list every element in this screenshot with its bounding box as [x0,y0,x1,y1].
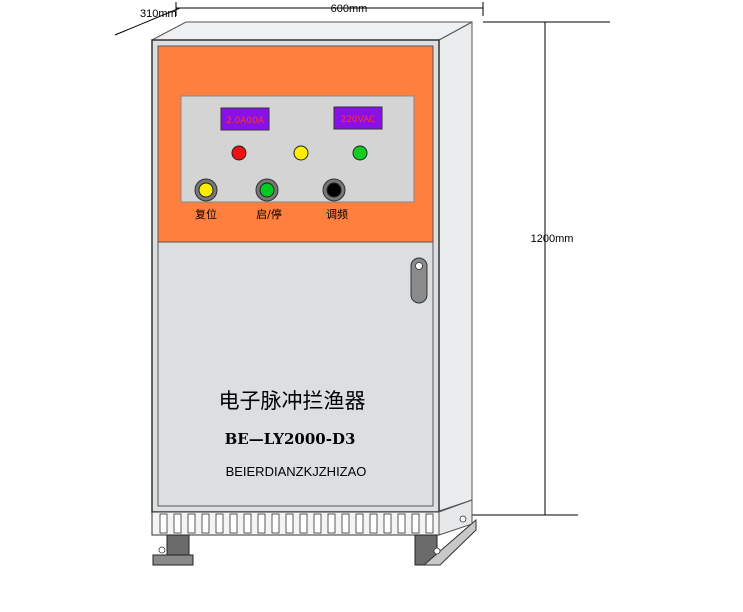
vent-slot [271,513,280,534]
depth-dim-line [114,7,181,36]
left-foot [152,534,194,566]
display-right-text: 220VAC [340,115,375,125]
cabinet-model: BE—LY2000-D3 [225,430,356,448]
vent-slot [355,513,364,534]
vent-slot [285,513,294,534]
display-left [220,107,270,131]
vent-slot [229,513,238,534]
vent-slot [243,513,252,534]
cabinet-top-face [151,21,473,41]
vent-slot [159,513,168,534]
indicator-light-green [352,145,368,161]
vent-slot [257,513,266,534]
dimension-lines [114,2,610,516]
start-stop-button-label: 启/停 [256,207,282,221]
vent-slot [187,513,196,534]
reset-button[interactable] [194,178,218,202]
right-foot [414,515,477,566]
height-dimension-label: 1200mm [531,233,574,245]
vent-slot [397,513,406,534]
vent-slot [369,513,378,534]
cabinet-maker: BEIERDIANZKJZHIZAO [226,464,367,479]
frequency-button-label: 调频 [326,207,348,221]
reset-button-label: 复位 [195,207,217,221]
base-vents [159,513,434,534]
start-stop-button[interactable] [255,178,279,202]
vent-slot [299,513,308,534]
vent-slot [425,513,434,534]
vent-slot [383,513,392,534]
vent-slot [201,513,210,534]
vent-slot [341,513,350,534]
vent-slot [215,513,224,534]
cabinet-side-face [438,21,473,512]
vent-slot [173,513,182,534]
frequency-button[interactable] [322,178,346,202]
vent-slot [411,513,420,534]
display-right [333,106,383,130]
door-handle[interactable] [410,257,428,304]
depth-dimension-label: 310mm [140,8,177,20]
width-dimension-label: 600mm [331,3,368,15]
vent-slot [327,513,336,534]
display-left-text: 2.0A00A [226,116,265,126]
vent-slot [313,513,322,534]
indicator-light-red [231,145,247,161]
cabinet-title: 电子脉冲拦渔器 [219,389,366,413]
indicator-light-yellow [293,145,309,161]
